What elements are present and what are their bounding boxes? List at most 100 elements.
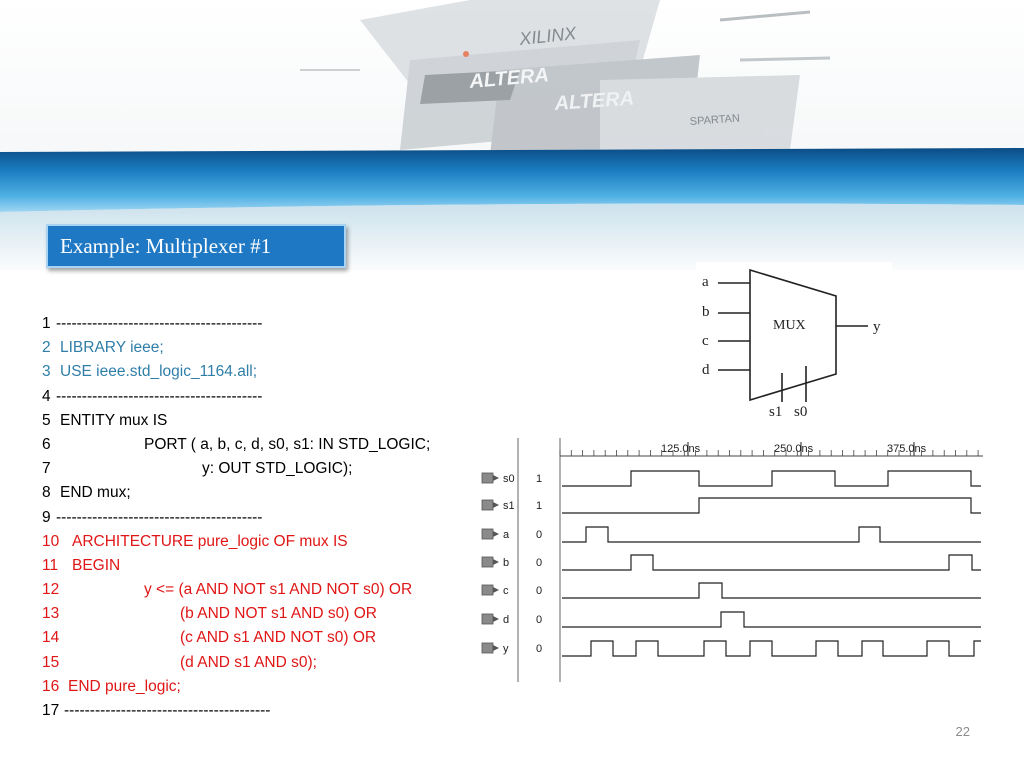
signal-value: 0	[536, 585, 542, 597]
code-line-number: 12	[42, 581, 60, 599]
code-line: 7 y: OUT STD_LOGIC);	[42, 457, 472, 481]
signal-name: s0	[503, 473, 515, 485]
code-line-number: 14	[42, 629, 60, 647]
code-line-text: LIBRARY ieee;	[60, 339, 164, 357]
waveform-row: s1 1	[481, 497, 981, 514]
code-line: 6 PORT ( a, b, c, d, s0, s1: IN STD_LOGIC…	[42, 433, 472, 457]
code-line-text: END pure_logic;	[68, 677, 181, 695]
slide-title: Example: Multiplexer #1	[60, 234, 272, 258]
code-line-number: 5	[42, 411, 51, 429]
code-line-text: y <= (a AND NOT s1 AND NOT s0) OR	[144, 581, 413, 599]
mux-output-y: y	[873, 319, 881, 335]
signal-value: 0	[536, 643, 542, 655]
input-signal-icon	[481, 584, 499, 596]
mux-select-s1: s1	[769, 404, 782, 420]
code-line-number: 2	[42, 339, 51, 357]
code-line: 11 BEGIN	[42, 554, 472, 578]
code-line-number: 13	[42, 605, 60, 623]
code-line: 8 END mux;	[42, 481, 472, 505]
code-line-number: 6	[42, 435, 51, 453]
time-label: 250.0ns	[774, 443, 814, 455]
code-line-text: END mux;	[60, 484, 131, 502]
input-signal-icon	[481, 528, 499, 540]
code-line-text: ----------------------------------------	[64, 702, 271, 719]
code-line-number: 1	[42, 315, 51, 332]
signal-trace	[562, 470, 981, 487]
slide-page-number: 22	[955, 724, 970, 739]
code-line-number: 11	[42, 556, 59, 574]
mux-diagram: MUX a b c d y s1 s0	[696, 262, 892, 428]
mux-input-c: c	[702, 333, 709, 349]
code-line-number: 3	[42, 363, 51, 381]
signal-name: c	[503, 585, 509, 597]
signal-name: s1	[503, 500, 515, 512]
code-line: 15 (d AND s1 AND s0);	[42, 651, 472, 675]
signal-value: 0	[536, 557, 542, 569]
signal-name: d	[503, 614, 509, 626]
code-line-text: (b AND NOT s1 AND s0) OR	[180, 605, 377, 623]
signal-value: 1	[536, 500, 542, 512]
code-line-number: 17	[42, 702, 60, 719]
code-line-text: ----------------------------------------	[56, 315, 263, 332]
code-line-number: 15	[42, 653, 60, 671]
signal-trace	[562, 554, 981, 571]
signal-trace	[562, 640, 981, 657]
mux-trapezoid	[749, 268, 837, 402]
signal-trace	[562, 582, 981, 599]
code-line-text: USE ieee.std_logic_1164.all;	[60, 363, 258, 381]
signal-trace	[562, 526, 981, 543]
code-line: 2 LIBRARY ieee;	[42, 336, 472, 360]
mux-block-label: MUX	[773, 318, 806, 333]
logo-text-spartan: SPARTAN	[689, 113, 740, 128]
code-line-number: 9	[42, 508, 51, 526]
time-label: 125.0ns	[661, 443, 701, 455]
code-line: 5 ENTITY mux IS	[42, 409, 472, 433]
signal-name: y	[503, 643, 509, 655]
code-line-text: ----------------------------------------	[56, 387, 263, 405]
waveform-row: s0 1	[481, 470, 981, 487]
mux-select-s0: s0	[794, 404, 807, 420]
code-line-text: ENTITY mux IS	[60, 411, 168, 429]
code-line-number: 4	[42, 387, 51, 405]
code-line-text: (d AND s1 AND s0);	[180, 653, 317, 671]
signal-name: a	[503, 529, 510, 541]
code-line-text: (c AND s1 AND NOT s0) OR	[180, 629, 377, 647]
code-line: 4 ---------------------------------------…	[42, 385, 472, 409]
code-line: 1 ---------------------------------------…	[42, 312, 472, 336]
slide-title-box: Example: Multiplexer #1	[46, 224, 346, 268]
code-line: 17--------------------------------------…	[42, 699, 472, 723]
code-line-text: PORT ( a, b, c, d, s0, s1: IN STD_LOGIC;	[144, 435, 431, 453]
code-line: 12 y <= (a AND NOT s1 AND NOT s0) OR	[42, 578, 472, 602]
signal-value: 0	[536, 529, 542, 541]
code-line: 13 (b AND NOT s1 AND s0) OR	[42, 602, 472, 626]
code-line: 3 USE ieee.std_logic_1164.all;	[42, 360, 472, 384]
signal-value: 1	[536, 473, 542, 485]
vhdl-code-block: 1 ---------------------------------------…	[42, 312, 472, 723]
signal-name: b	[503, 557, 509, 569]
signal-trace	[562, 497, 981, 514]
input-signal-icon	[481, 499, 499, 511]
mux-input-b: b	[702, 304, 710, 320]
code-line-number: 10	[42, 532, 60, 550]
input-signal-icon	[481, 472, 499, 484]
output-signal-icon	[481, 642, 499, 654]
mux-input-d: d	[702, 362, 710, 378]
code-line-number: 7	[42, 460, 51, 478]
input-signal-icon	[481, 613, 499, 625]
signal-trace	[562, 611, 981, 628]
code-line-number: 8	[42, 484, 51, 502]
input-signal-icon	[481, 556, 499, 568]
code-line-text: BEGIN	[72, 556, 121, 574]
time-label: 375.0ns	[887, 443, 927, 455]
code-line-text: y: OUT STD_LOGIC);	[202, 460, 353, 478]
code-line-text: ----------------------------------------	[56, 508, 263, 526]
chip-photo: XILINX ALTERA ALTERA SPARTAN	[300, 0, 831, 155]
code-line: 14 (c AND s1 AND NOT s0) OR	[42, 626, 472, 650]
